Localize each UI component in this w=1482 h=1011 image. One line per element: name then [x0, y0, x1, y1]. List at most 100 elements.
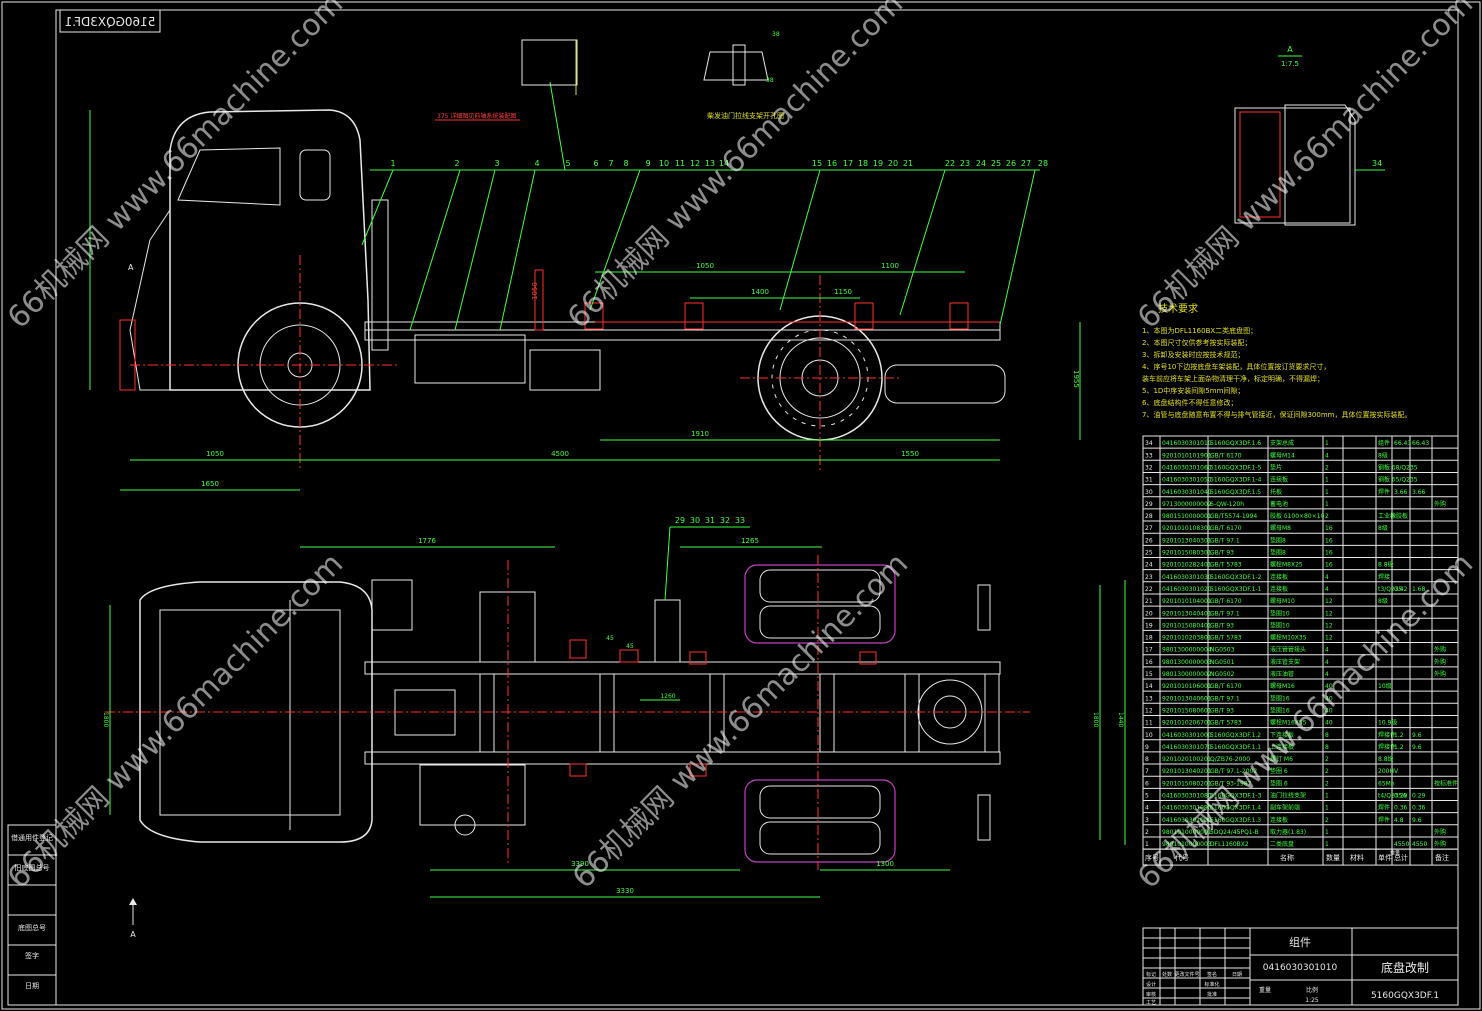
bom-cell-r4-c6: 焊件	[1378, 804, 1390, 812]
bom-cell-r4-c3: 副车架前端	[1270, 804, 1300, 812]
callout-31: 31	[705, 516, 715, 525]
bom-cell-r21-c4: 12	[1325, 598, 1333, 605]
tb-drawing-no: 0416030301010	[1263, 963, 1338, 973]
dim-plan-7: 1440	[1117, 712, 1124, 727]
view-a-letter: A	[1287, 45, 1293, 54]
bom-cell-r17-c1: 9801300000004	[1162, 647, 1212, 654]
bom-cell-r13-c4: 40	[1325, 695, 1333, 702]
bom-header-weight: 重量	[1390, 850, 1400, 857]
bom-cell-r3-c7: 4.8	[1394, 817, 1404, 824]
tb-label-sign: 签名	[1207, 971, 1217, 978]
dim-plan-6: 1800	[1092, 712, 1099, 727]
bom-cell-r19-c4: 12	[1325, 622, 1333, 629]
bom-cell-r23-c6: 焊接	[1378, 573, 1390, 581]
bom-cell-r4-c8: 0.36	[1412, 805, 1426, 812]
bom-cell-r3-c8: 9.6	[1412, 817, 1422, 824]
bom-cell-r4-c4: 1	[1325, 805, 1329, 812]
bom-cell-r12-c1: 9201015080601	[1162, 707, 1212, 714]
bom-cell-r33-c0: 33	[1145, 452, 1153, 459]
callout-28: 28	[1038, 159, 1048, 168]
bom-cell-r15-c9: 外购	[1434, 670, 1446, 678]
bom-cell-r2-c1: 9801010000001	[1162, 829, 1212, 836]
bom-cell-r6-c2: GB/T 93-1987	[1210, 780, 1252, 787]
bom-cell-r21-c2: GB/T 6170	[1210, 598, 1242, 605]
mirrored-code-box: 5160GQX3DF.1	[59, 9, 161, 33]
bom-cell-r11-c6: 10.9级	[1378, 719, 1397, 727]
side-dimensions: 1050 4500 1550 1650 1910 1050 1100 1400 …	[89, 110, 1081, 491]
callout-10: 10	[659, 159, 669, 168]
exhaust-stack	[371, 199, 389, 351]
bom-cell-r10-c7: 1.2	[1394, 732, 1404, 739]
callout-5: 5	[565, 159, 570, 168]
bom-cell-r11-c1: 9201010206701	[1162, 720, 1212, 727]
bom-cell-r25-c0: 25	[1145, 550, 1153, 557]
bom-cell-r30-c4: 1	[1325, 489, 1329, 496]
dim-side-7: 1050	[531, 282, 539, 300]
bom-cell-r4-c2: 5160GQX3DF.1.4	[1210, 805, 1261, 812]
muffler	[529, 349, 601, 391]
bom-cell-r9-c4: 8	[1325, 744, 1329, 751]
bom-cell-r26-c3: 垫圈8	[1270, 536, 1286, 544]
bom-cell-r20-c4: 12	[1325, 610, 1333, 617]
bom-cell-r12-c2: GB/T 93	[1210, 707, 1234, 714]
bom-cell-r4-c7: 0.36	[1394, 805, 1408, 812]
bom-cell-r33-c6: 8级	[1378, 451, 1388, 459]
bom-cell-r14-c1: 9201010106001	[1162, 683, 1212, 690]
bom-cell-r5-c8: 0.29	[1412, 793, 1426, 800]
left-strip: 借通用件登记 旧底图总号 底图总号 签字 日期	[7, 824, 57, 1006]
cab-plan	[139, 581, 373, 843]
bom-cell-r14-c6: 10级	[1378, 682, 1392, 690]
bom-cell-r10-c0: 10	[1145, 732, 1153, 739]
plan-view: A A	[105, 263, 1030, 939]
bom-cell-r27-c0: 27	[1145, 525, 1153, 532]
bom-cell-r34-c6: 组件	[1378, 439, 1390, 447]
callout-18: 18	[858, 159, 868, 168]
callout-3: 3	[494, 159, 499, 168]
view-a-scale: 1:7.5	[1281, 60, 1299, 68]
bom-cell-r12-c0: 12	[1145, 707, 1153, 714]
frame-rail	[364, 321, 1001, 341]
tb-code: 5160GQX3DF.1	[1371, 991, 1439, 1001]
title-block: 标记 处数 更改文件号 签名 日期 设计 审核 工艺 标准化 批准 组件 041…	[1142, 927, 1459, 1006]
bom-cell-r10-c8: 9.6	[1412, 732, 1422, 739]
bom-cell-r34-c3: 支架总成	[1270, 439, 1294, 447]
bom-cell-r16-c9: 外购	[1434, 658, 1446, 666]
bom-cell-r22-c7: 0.42	[1394, 586, 1408, 593]
bom-cell-r29-c0: 29	[1145, 501, 1153, 508]
bom-cell-r28-c6: 工业橡胶板	[1378, 512, 1408, 520]
detail-dim-1: 38	[766, 77, 774, 84]
bom-cell-r22-c6: t3/Q235	[1378, 586, 1403, 593]
bom-cell-r11-c3: 螺栓M16X55	[1270, 719, 1307, 727]
bom-cell-r13-c1: 9201013040601	[1162, 695, 1212, 702]
bom-cell-r2-c0: 2	[1145, 829, 1149, 836]
bom-cell-r12-c3: 垫圈16	[1270, 706, 1290, 714]
bom-cell-r27-c3: 螺母M8	[1270, 524, 1291, 532]
left-strip-label-2: 底图总号	[18, 923, 46, 932]
bom-cell-r9-c2: 5160GQX3DF.1.1	[1210, 744, 1261, 751]
callout-4: 4	[534, 159, 539, 168]
requirement-3: 4、序号10下边按底盘车架装配，具体位置按订货要求尺寸，	[1142, 362, 1330, 371]
bom-cell-r5-c1: 0416030301080	[1162, 793, 1212, 800]
dim-plan-10: 1300	[876, 860, 894, 868]
bom-cell-r21-c1: 9201010104001	[1162, 598, 1212, 605]
tb-label-review: 审核	[1146, 991, 1156, 998]
bom-cell-r17-c2: NG0503	[1210, 647, 1235, 654]
bom-cell-r31-c0: 31	[1145, 477, 1153, 484]
bom-cell-r26-c2: GB/T 97.1	[1210, 537, 1240, 544]
tb-label-count: 处数	[1162, 971, 1172, 978]
dim-side-4: 1150	[834, 288, 852, 296]
view-a-detail: A 1:7.5 34	[1234, 45, 1385, 226]
tb-assembly-label: 组件	[1289, 935, 1311, 949]
bom-cell-r30-c3: 托板	[1270, 488, 1282, 496]
bom-header-6: 总计	[1394, 853, 1408, 862]
detail-dim-0: 38	[772, 31, 780, 38]
callout-22: 22	[945, 159, 955, 168]
plan-callouts: 29 30 31 32 33	[664, 516, 750, 601]
bom-cell-r3-c4: 2	[1325, 817, 1329, 824]
bom-cell-r15-c3: 液压油管	[1270, 670, 1294, 678]
callout-12: 12	[690, 159, 700, 168]
requirement-0: 1、本图为DFL1160BX二类底盘图；	[1142, 326, 1257, 335]
bom-cell-r9-c1: 0416030301070	[1162, 744, 1212, 751]
callout-8: 8	[623, 159, 628, 168]
bom-cell-r19-c2: GB/T 93	[1210, 622, 1234, 629]
